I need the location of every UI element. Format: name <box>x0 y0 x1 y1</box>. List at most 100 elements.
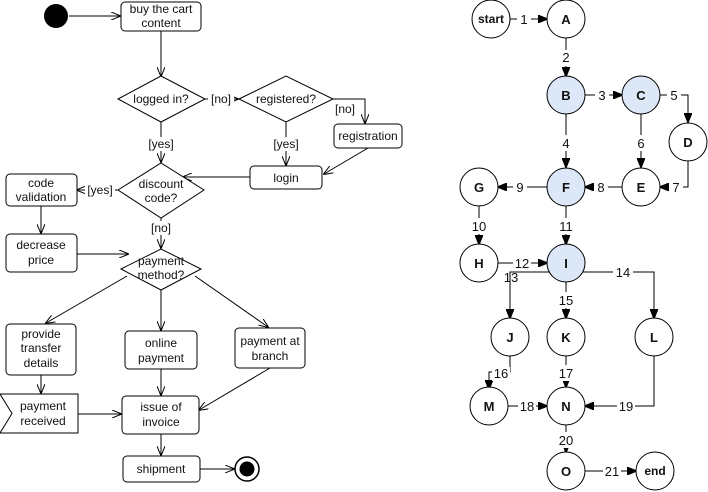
edge-13 <box>510 271 549 318</box>
branch-line-2: branch <box>252 349 289 363</box>
edge-label-5: 5 <box>670 88 677 103</box>
graph-node-i: I <box>546 243 586 283</box>
action-online-payment: online payment <box>124 330 198 370</box>
edge-label-18: 18 <box>520 399 534 414</box>
graph-node-o: O <box>546 451 586 491</box>
graph-node-e: E <box>621 167 661 207</box>
invoice-line-2: invoice <box>142 415 180 429</box>
action-login: login <box>249 165 323 190</box>
graph-node-l-label: L <box>650 330 658 345</box>
flow-graph: 1 2 3 5 4 6 7 8 9 10 11 12 13 14 <box>459 0 708 491</box>
edge-label-12: 12 <box>515 256 529 271</box>
activity-diagram: buy the cart content logged in? register… <box>0 1 403 483</box>
action-decrease-price: decrease price <box>5 233 78 273</box>
flow-branch-to-invoice <box>199 367 271 410</box>
decision-discount-code: discount code? <box>117 162 205 219</box>
graph-node-l: L <box>634 317 674 357</box>
buy-line-1: buy the cart <box>130 2 193 16</box>
edge-label-13: 13 <box>504 270 518 285</box>
transfer-line-2: transfer <box>21 341 62 355</box>
graph-node-k: K <box>546 317 586 357</box>
transfer-line-1: provide <box>21 327 61 341</box>
graph-node-g: G <box>459 167 499 207</box>
edge-label-21: 21 <box>605 464 619 479</box>
edge-label-2: 2 <box>562 50 569 65</box>
edge-label-19: 19 <box>619 399 633 414</box>
online-line-2: payment <box>138 351 185 365</box>
edge-label-15: 15 <box>559 293 573 308</box>
transfer-line-3: details <box>24 356 59 370</box>
received-line-1: payment <box>20 399 67 413</box>
activity-connectors <box>41 16 368 469</box>
decrease-line-2: price <box>28 253 54 267</box>
received-line-2: received <box>20 414 65 428</box>
graph-nodes: start A B C D E <box>459 0 708 491</box>
login-label: login <box>273 171 298 185</box>
graph-node-end-label: end <box>644 464 665 478</box>
payment-method-line-2: method? <box>138 268 185 282</box>
guard-yes-registered: [yes] <box>273 137 298 151</box>
graph-node-start-label: start <box>478 12 504 26</box>
edge-label-6: 6 <box>637 136 644 151</box>
edge-label-14: 14 <box>616 265 630 280</box>
graph-node-a: A <box>546 0 586 39</box>
graph-node-n: N <box>546 386 586 426</box>
graph-node-m: M <box>469 386 509 426</box>
decrease-line-1: decrease <box>16 238 66 252</box>
graph-node-b: B <box>546 75 586 115</box>
edge-label-1: 1 <box>520 12 527 27</box>
payment-method-line-1: payment <box>138 254 185 268</box>
graph-node-j-label: J <box>506 330 513 345</box>
logged-in-label: logged in? <box>133 92 189 106</box>
flow-registration-to-login <box>324 147 369 174</box>
decision-logged-in: logged in? <box>116 75 207 123</box>
action-issue-of-invoice: issue of invoice <box>121 395 200 435</box>
graph-node-h-label: H <box>474 256 483 271</box>
guard-yes-discount: [yes] <box>87 183 112 197</box>
graph-node-o-label: O <box>561 464 571 479</box>
graph-node-b-label: B <box>561 88 570 103</box>
action-shipment: shipment <box>122 455 201 483</box>
edge-label-11: 11 <box>559 219 573 234</box>
flow-payment-to-transfer <box>46 275 128 323</box>
graph-node-f-label: F <box>562 180 570 195</box>
registration-label: registration <box>338 129 397 143</box>
graph-node-a-label: A <box>561 12 571 27</box>
graph-node-j: J <box>490 317 530 357</box>
branch-line-1: payment at <box>240 334 300 348</box>
flow-payment-to-branch <box>194 275 268 327</box>
edge-19 <box>585 356 655 406</box>
guard-no-discount: [no] <box>151 221 171 235</box>
buy-line-2: content <box>141 16 181 30</box>
online-line-1: online <box>145 336 177 350</box>
graph-node-m-label: M <box>484 399 495 414</box>
graph-node-k-label: K <box>561 330 571 345</box>
shipment-label: shipment <box>137 462 186 476</box>
graph-node-d: D <box>668 122 708 162</box>
guard-yes-logged: [yes] <box>148 137 173 151</box>
action-code-validation: code validation <box>5 173 78 207</box>
action-buy-cart-content: buy the cart content <box>120 1 202 32</box>
code-validation-line-1: code <box>28 176 54 190</box>
graph-node-h: H <box>459 243 499 283</box>
discount-line-1: discount <box>139 177 184 191</box>
initial-node <box>44 4 68 28</box>
graph-node-i-label: I <box>564 256 568 271</box>
edge-label-8: 8 <box>597 180 604 195</box>
edge-label-4: 4 <box>562 136 569 151</box>
decision-registered: registered? <box>237 75 335 123</box>
graph-node-c-label: C <box>636 88 646 103</box>
edge-label-9: 9 <box>516 180 523 195</box>
edge-label-17: 17 <box>559 366 573 381</box>
graph-node-e-label: E <box>637 180 646 195</box>
edge-label-16: 16 <box>494 366 508 381</box>
registered-label: registered? <box>256 92 316 106</box>
edge-14 <box>583 271 654 318</box>
graph-node-f: F <box>546 167 586 207</box>
guard-labels: [no] [no] [yes] [yes] [yes] [no] <box>85 92 357 235</box>
graph-node-n-label: N <box>561 399 570 414</box>
discount-line-2: code? <box>145 191 178 205</box>
action-payment-at-branch: payment at branch <box>234 327 306 369</box>
action-registration: registration <box>333 123 403 149</box>
